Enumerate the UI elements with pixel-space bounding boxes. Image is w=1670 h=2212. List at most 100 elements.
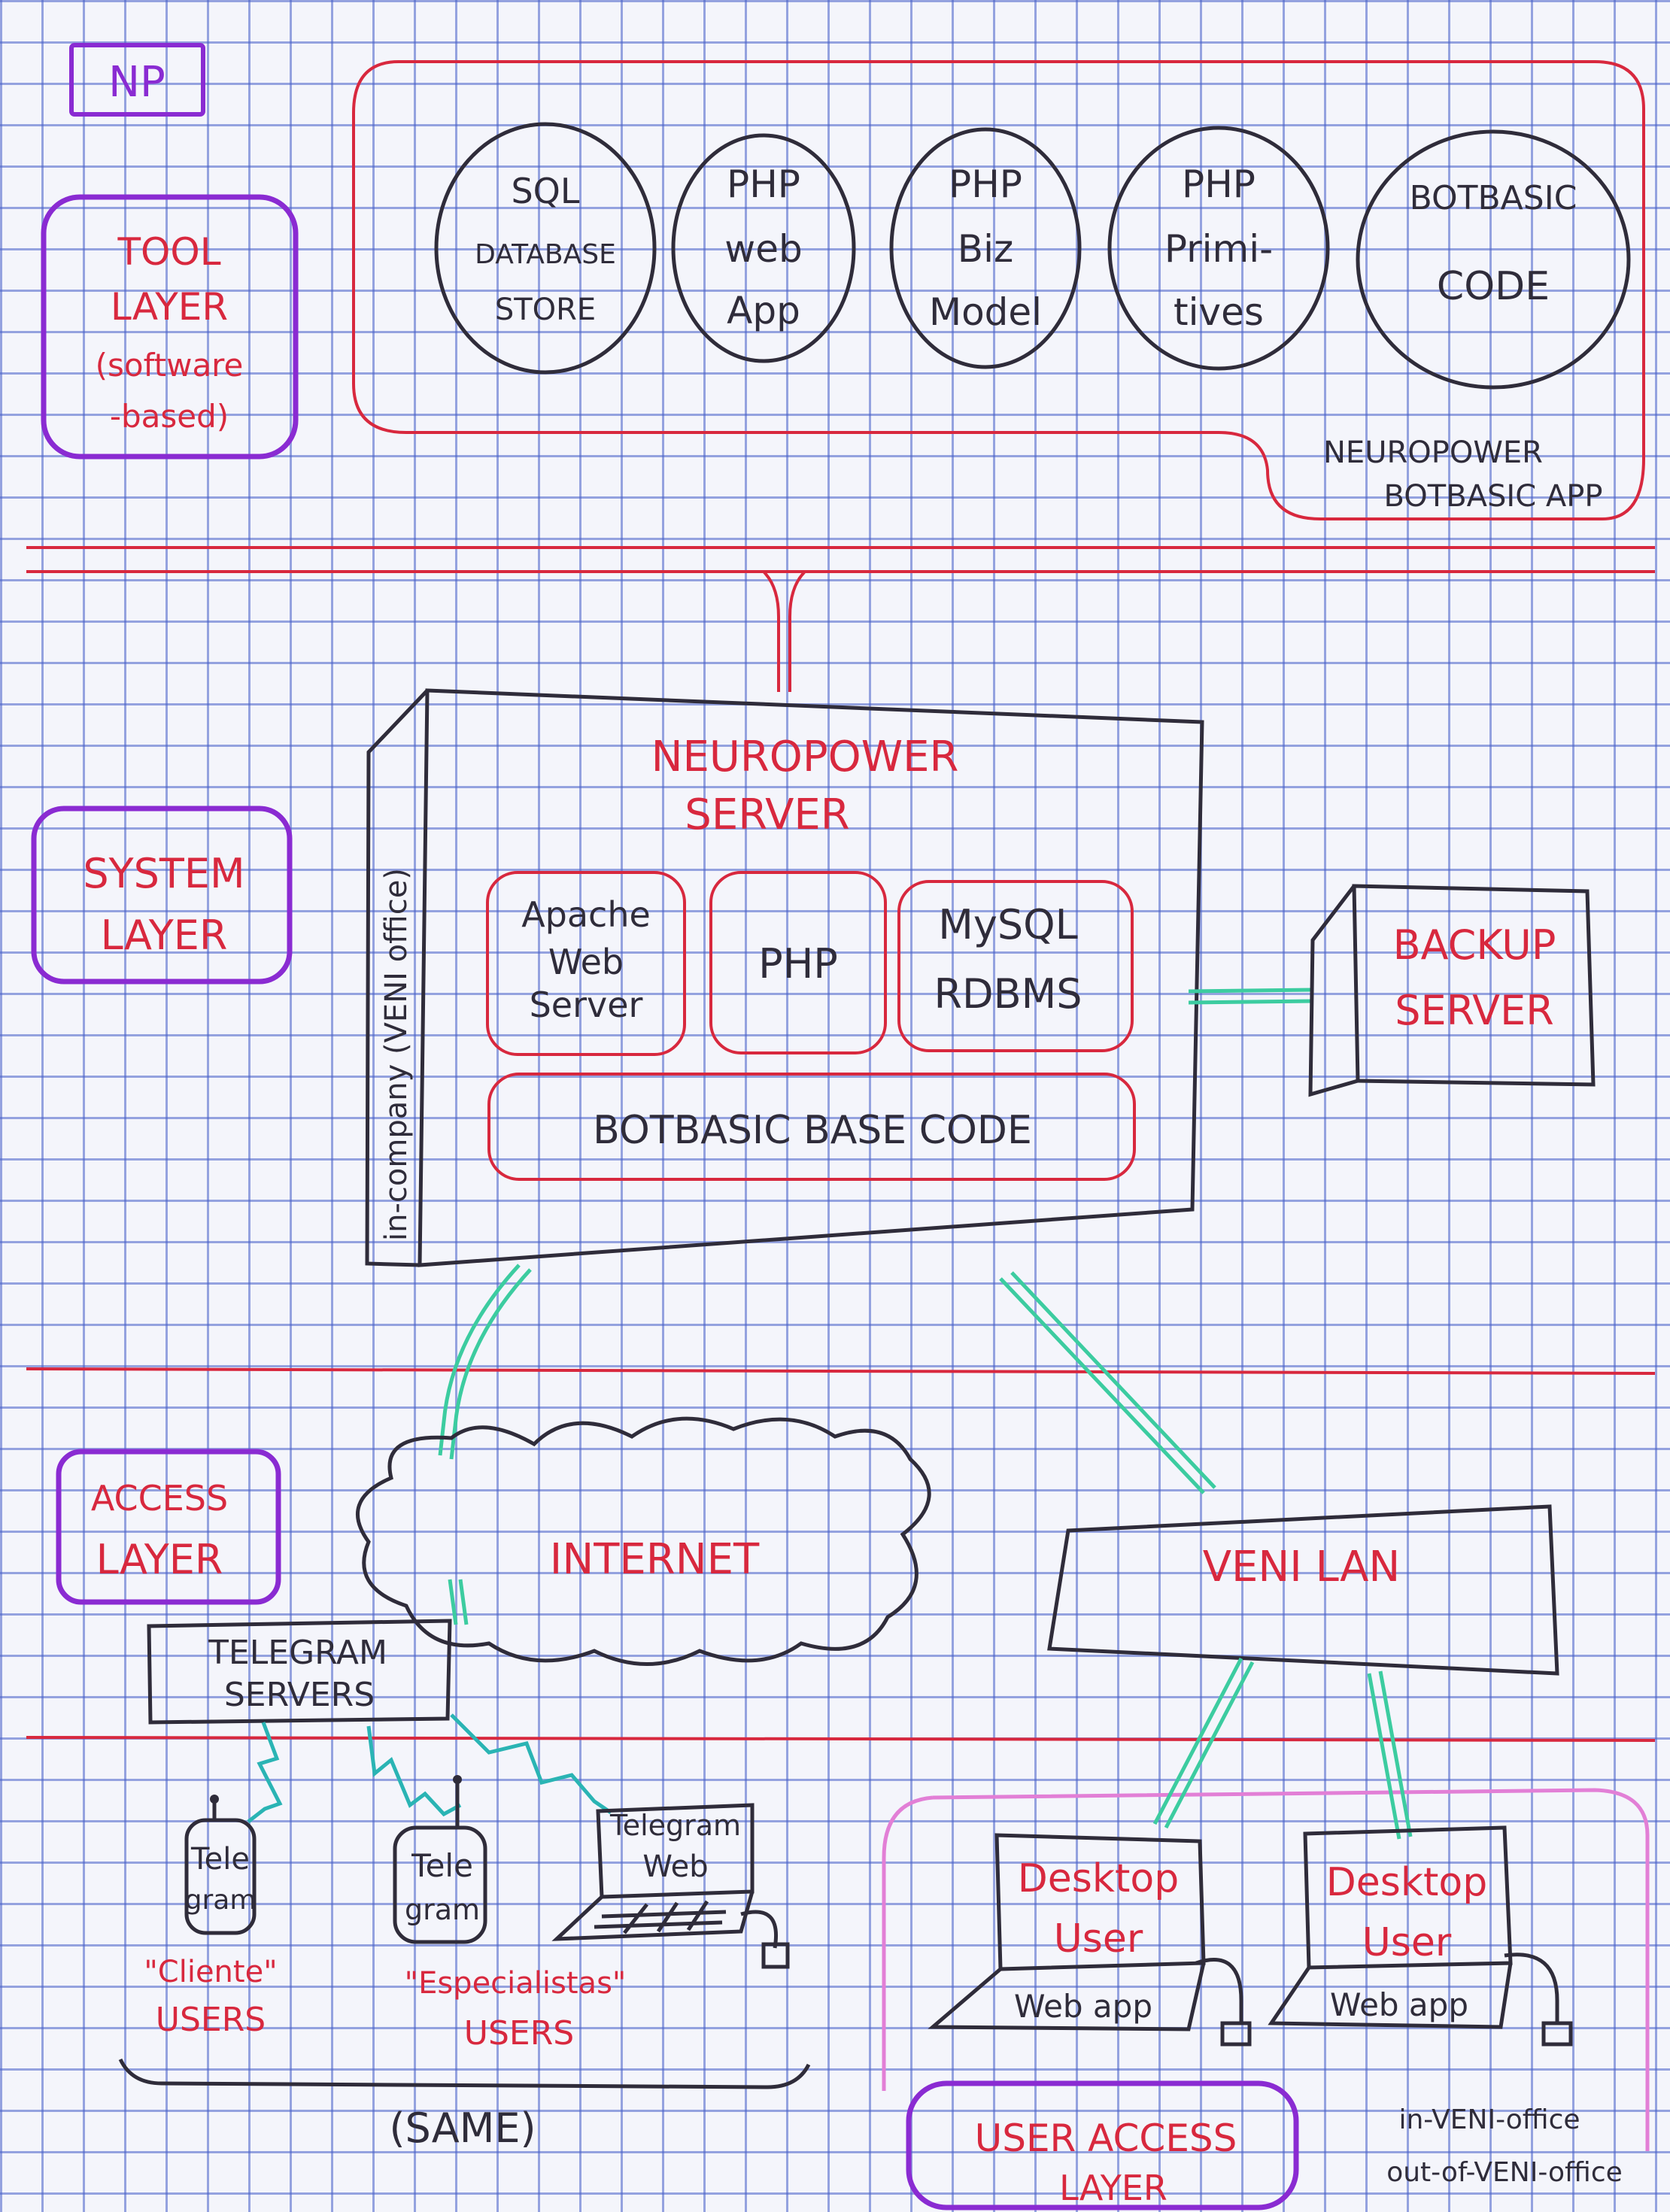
tool-component-text: SQL [511, 171, 579, 211]
server-component-text: PHP [758, 940, 838, 988]
server-base-code-text: BOTBASIC BASE CODE [593, 1108, 1032, 1153]
telegram-web-line-2: Web [642, 1849, 708, 1884]
cliente-users-line-2: USERS [156, 2001, 266, 2039]
tool-component-php-primitives: PHP Primi- tives [1107, 126, 1330, 371]
tool-component-text: tives [1174, 290, 1264, 334]
tool-component-text: DATABASE [475, 239, 616, 270]
same-label: (SAME) [389, 2104, 536, 2152]
telegram-servers-box [147, 1619, 452, 1725]
telegram-client-device-2: Tele gram [393, 1775, 487, 1944]
tool-component-text: BOTBASIC [1410, 179, 1577, 217]
server-title-line-2: SERVER [685, 790, 849, 839]
separator-system-access [26, 1367, 1656, 1375]
desktop-user-1-web-app: Web app [1014, 1988, 1152, 2025]
lan-desktop-links [1152, 1657, 1413, 1840]
app-label-line-2: BOTBASIC APP [1384, 479, 1603, 514]
out-of-office-note: out-of-VENI-office [1386, 2157, 1623, 2188]
desktop-user-2-line-2: User [1362, 1920, 1452, 1965]
internet-label: INTERNET [550, 1535, 760, 1584]
telegram-servers-line-1: TELEGRAM [208, 1634, 387, 1672]
server-component-php: PHP [709, 871, 887, 1054]
server-base-code: BOTBASIC BASE CODE [487, 1073, 1136, 1181]
separator-tool-system [26, 546, 1655, 573]
user-access-line-2: LAYER [1059, 2168, 1167, 2208]
tool-component-php-biz-model: PHP Biz Model [889, 127, 1082, 369]
desktop-user-2-line-1: Desktop [1326, 1860, 1487, 1905]
tool-component-text: Model [929, 290, 1042, 334]
tool-layer-label: TOOL LAYER (software -based) [41, 194, 299, 460]
veni-lan-label: VENI LAN [1203, 1543, 1401, 1591]
tool-component-text: CODE [1437, 264, 1550, 309]
server-side-label: in-company (VENI office) [379, 868, 414, 1241]
telegram-client-text: Tele [411, 1847, 473, 1884]
layer-separators [26, 546, 1656, 1742]
backup-label-line-2: SERVER [1395, 987, 1554, 1034]
server-component-mysql: MySQL RDBMS [897, 880, 1134, 1052]
especialistas-users-line-2: USERS [464, 2014, 574, 2053]
in-office-boundary [882, 1788, 1650, 2151]
desktop-user-2-web-app: Web app [1330, 1986, 1468, 2023]
user-access-layer-label: USER ACCESS LAYER [906, 2080, 1299, 2210]
tool-component-botbasic-code: BOTBASIC CODE [1356, 129, 1631, 390]
tool-layer-line-3: (software [96, 347, 244, 384]
system-layer-line-2: LAYER [101, 912, 228, 959]
server-backup-link [1188, 988, 1313, 1005]
tool-layer-line-1: TOOL [117, 230, 220, 274]
tool-component-sql-database-store: SQL DATABASE STORE [434, 122, 657, 375]
telegram-servers-line-2: SERVERS [224, 1676, 375, 1714]
tool-component-text: PHP [949, 162, 1022, 206]
internet-telegram-link [448, 1579, 469, 1625]
desktop-user-1-line-2: User [1054, 1916, 1143, 1962]
server-internet-link [438, 1264, 532, 1460]
server-network-links [438, 1264, 1216, 1625]
np-logo-text: NP [108, 58, 165, 107]
tool-layer-line-2: LAYER [111, 285, 228, 329]
server-title-line-1: NEUROPOWER [651, 733, 959, 781]
desktop-user-1-line-1: Desktop [1018, 1856, 1179, 1901]
neuropower-server [365, 688, 1204, 1267]
server-component-text: Apache [521, 894, 651, 935]
cliente-users-line-1: "Cliente" [144, 1955, 277, 1989]
telegram-client-device-1: Tele gram [184, 1795, 257, 1935]
app-label-line-1: NEUROPOWER [1323, 435, 1543, 470]
tool-component-text: Biz [958, 227, 1013, 271]
tool-component-text: web [724, 227, 802, 271]
app-to-server-link [762, 570, 806, 692]
telegram-wireless-links [247, 1713, 612, 1823]
np-logo: NP [69, 43, 205, 117]
veni-lan-box [1047, 1504, 1559, 1676]
system-layer-label: SYSTEM LAYER [31, 806, 293, 985]
in-office-note: in-VENI-office [1398, 2104, 1580, 2135]
telegram-client-text: Tele [190, 1842, 250, 1877]
telegram-client-text: gram [405, 1893, 480, 1926]
tool-component-text: STORE [495, 293, 596, 327]
user-access-line-1: USER ACCESS [975, 2116, 1237, 2160]
tool-component-text: Primi- [1164, 227, 1273, 271]
tool-component-text: App [727, 289, 800, 332]
system-layer-line-1: SYSTEM [83, 850, 244, 897]
access-layer-label: ACCESS LAYER [56, 1449, 281, 1605]
botbasic-app-container [352, 60, 1645, 520]
tool-layer-line-4: -based) [110, 398, 229, 435]
server-component-text: Server [530, 985, 643, 1025]
telegram-client-text: gram [185, 1885, 257, 1916]
access-layer-line-1: ACCESS [91, 1478, 228, 1519]
server-component-apache: Apache Web Server [486, 871, 686, 1056]
telegram-web-line-1: Telegram [609, 1809, 741, 1842]
server-component-text: RDBMS [934, 970, 1082, 1018]
separator-access-user [26, 1736, 1656, 1742]
backup-label-line-1: BACKUP [1393, 921, 1556, 969]
access-layer-line-2: LAYER [96, 1536, 223, 1583]
tool-component-text: PHP [727, 162, 800, 206]
especialistas-users-line-1: "Especialistas" [405, 1966, 627, 2001]
server-component-text: MySQL [938, 901, 1077, 948]
server-component-text: Web [548, 942, 624, 982]
tool-component-text: PHP [1182, 162, 1256, 206]
backup-server [1308, 884, 1596, 1097]
desktop-user-2 [1268, 1825, 1573, 2047]
telegram-web-laptop [551, 1803, 790, 1969]
tool-component-php-web-app: PHP web App [671, 133, 856, 363]
desktop-user-1 [928, 1833, 1252, 2047]
same-bracket [118, 2058, 811, 2089]
